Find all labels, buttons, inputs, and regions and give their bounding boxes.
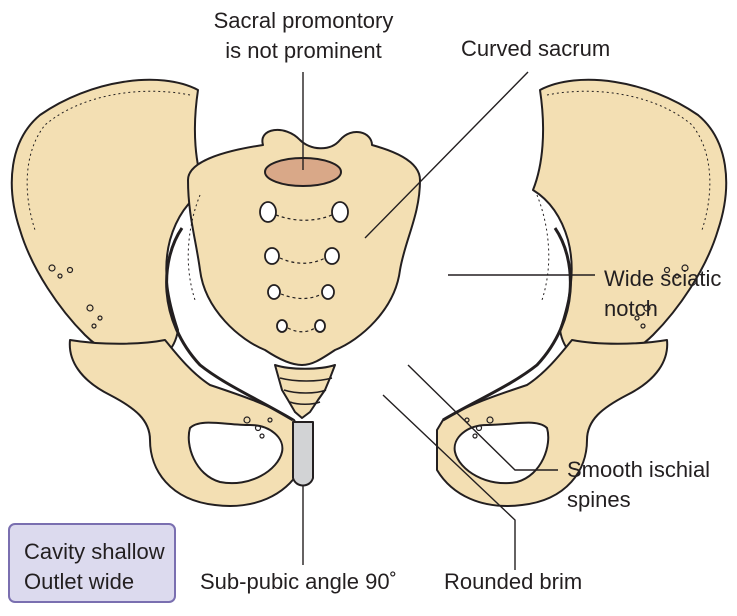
label-curved-sacrum: Curved sacrum	[461, 34, 610, 64]
pelvic-brim	[165, 227, 572, 422]
label-sciatic-notch-line2: notch	[604, 296, 658, 321]
left-ilium	[10, 78, 206, 364]
summary-box-line2: Outlet wide	[24, 569, 135, 594]
leader-ischial-spines	[407, 364, 558, 471]
left-obturator-foramen	[187, 421, 284, 485]
label-subpubic-angle: Sub-pubic angle 90˚	[200, 567, 397, 597]
joint-marks	[48, 264, 689, 439]
leader-rounded-brim	[382, 394, 516, 570]
summary-box: Cavity shallow Outlet wide	[8, 523, 176, 603]
leader-lines	[302, 71, 595, 570]
label-sacral-promontory-line1: Sacral promontory	[213, 8, 394, 33]
sacrum	[187, 128, 421, 366]
left-pubic-ramus	[68, 339, 301, 507]
coccyx-segments	[279, 377, 333, 405]
label-subpubic-angle-text: Sub-pubic angle 90˚	[200, 569, 397, 594]
sacral-foramina	[259, 201, 349, 333]
label-curved-sacrum-text: Curved sacrum	[461, 36, 611, 61]
leader-curved-sacrum	[364, 71, 529, 239]
label-ischial-spines: Smooth ischial spines	[567, 455, 710, 515]
label-rounded-brim: Rounded brim	[444, 567, 582, 597]
label-ischial-spines-line1: Smooth ischial	[567, 457, 711, 482]
label-sacral-promontory: Sacral promontory is not prominent	[196, 6, 411, 66]
coccyx	[274, 364, 336, 419]
label-ischial-spines-line2: spines	[567, 487, 631, 512]
subpubic-gap	[292, 421, 314, 487]
label-rounded-brim-text: Rounded brim	[444, 569, 583, 594]
label-sacral-promontory-line2: is not prominent	[225, 38, 382, 63]
label-sciatic-notch: Wide sciatic notch	[604, 264, 721, 324]
sacral-ridges	[275, 214, 333, 333]
label-sciatic-notch-line1: Wide sciatic	[604, 266, 722, 291]
summary-box-line1: Cavity shallow	[24, 539, 165, 564]
